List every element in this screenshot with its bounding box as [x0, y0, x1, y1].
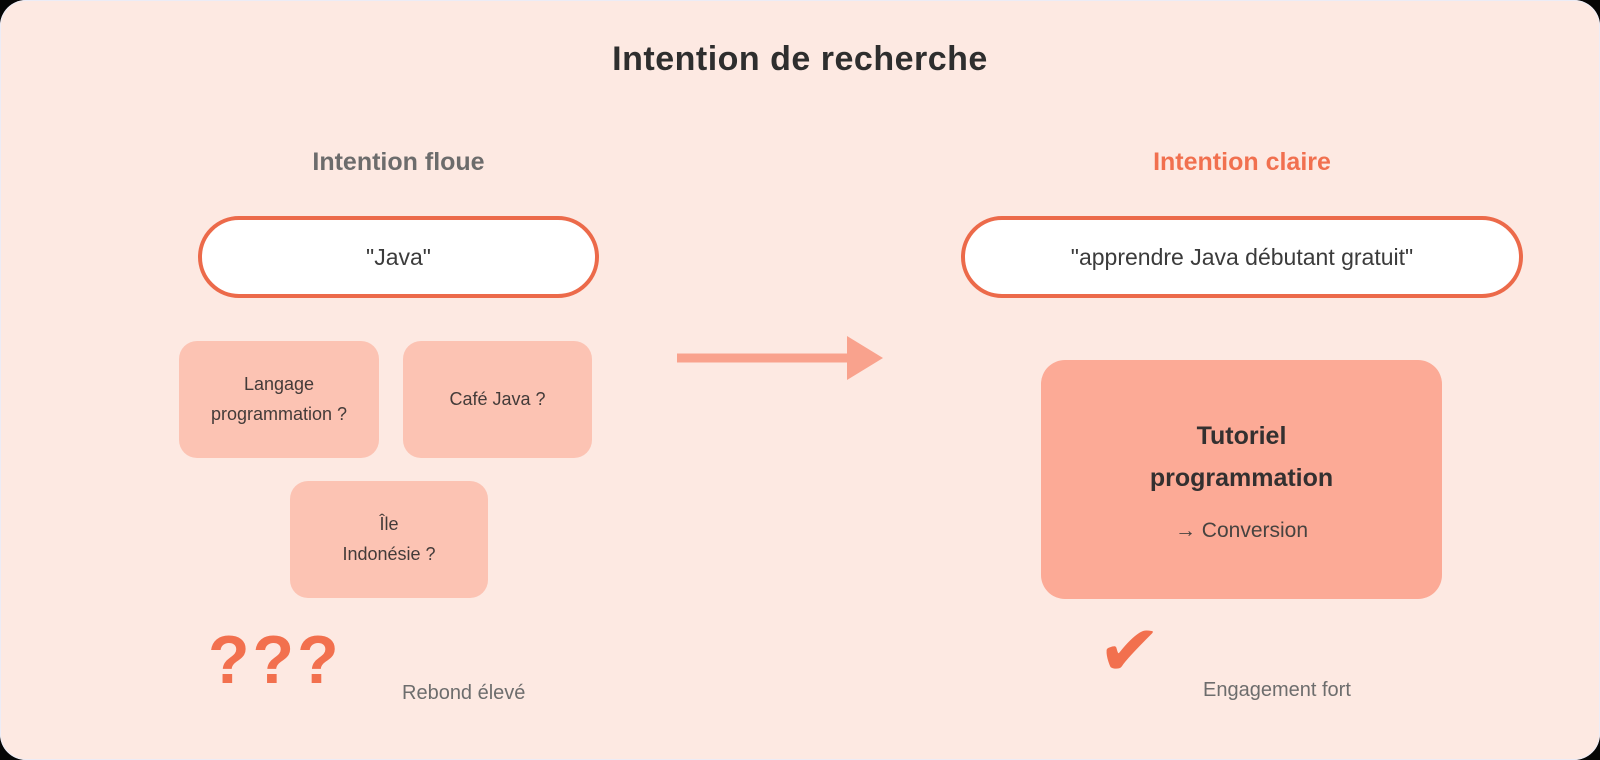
result-box: Tutoriel programmation → Conversion	[1041, 360, 1442, 599]
ambiguity-box-island: Île Indonésie ?	[290, 481, 488, 598]
ambiguity-box-language: Langage programmation ?	[179, 341, 379, 458]
vague-query-pill: "Java"	[198, 216, 599, 298]
page-title: Intention de recherche	[612, 40, 988, 78]
question-marks-icon: ???	[208, 622, 342, 698]
vague-query-text: "Java"	[366, 243, 431, 270]
clear-query-text: "apprendre Java débutant gratuit"	[1070, 243, 1414, 270]
result-box-subtitle: → Conversion	[1174, 518, 1309, 542]
result-box-title: Tutoriel programmation	[1149, 422, 1334, 492]
clear-query-pill: "apprendre Java débutant gratuit"	[961, 216, 1523, 298]
right-outcome-label: Engagement fort	[1203, 679, 1351, 701]
right-column-heading: Intention claire	[1153, 148, 1331, 176]
left-outcome-label: Rebond élevé	[402, 682, 526, 704]
left-column-heading: Intention floue	[312, 148, 485, 176]
check-icon: ✔	[1095, 606, 1163, 695]
ambiguity-box-coffee: Café Java ?	[403, 341, 592, 458]
arrow-right-icon	[677, 336, 883, 380]
